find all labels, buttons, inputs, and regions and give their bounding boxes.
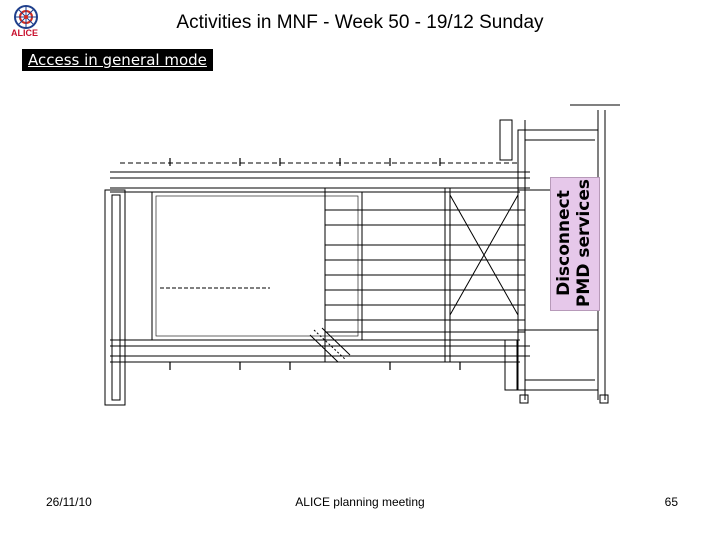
slide-title: Activities in MNF - Week 50 - 19/12 Sund… [176,12,544,33]
task-label-line2: PMD services [574,178,594,308]
task-label-line1: Disconnect [554,190,574,296]
floor-plan-drawing [100,100,630,410]
logo-wordmark: ALICE [11,28,38,38]
access-mode-label: Access in general mode [22,49,213,71]
alice-logo: ALICE [6,4,46,40]
footer-date: 26/11/10 [46,495,92,509]
footer-page-number: 65 [664,495,678,509]
footer-meeting: ALICE planning meeting [295,495,425,509]
task-highlight-box [550,177,600,311]
task-label: Disconnect PMD services [554,179,594,307]
